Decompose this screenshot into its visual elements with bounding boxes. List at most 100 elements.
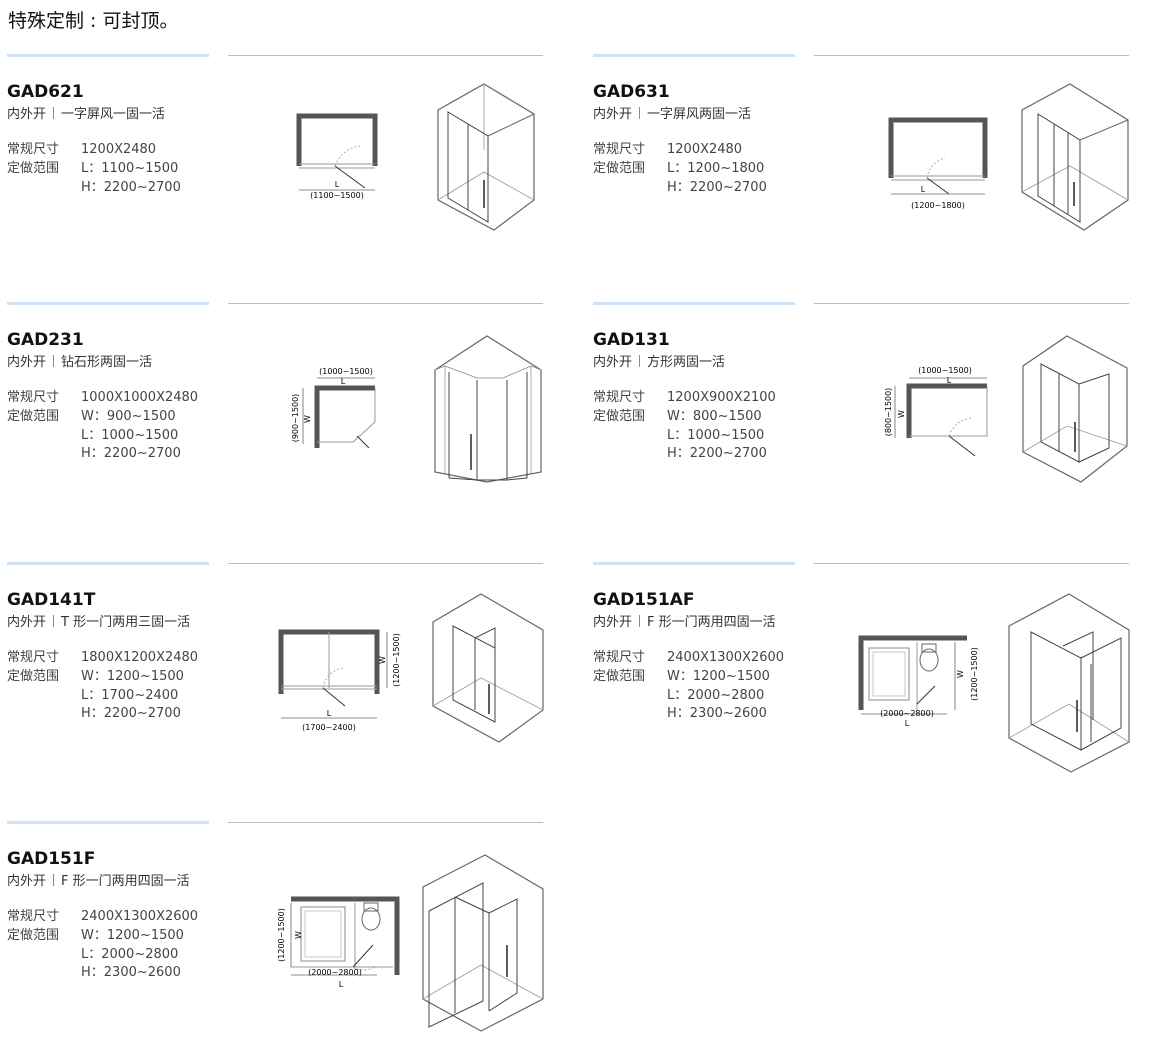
product-subtitle: 内外开一字屏风一固一活 <box>7 106 165 124</box>
spec-standard: 1000X1000X2480 <box>81 390 199 405</box>
divider <box>228 822 543 823</box>
spec-label-standard: 常规尺寸 <box>593 650 646 665</box>
accent-bar <box>593 562 795 565</box>
spec-label-range: 定做范围 <box>593 160 646 176</box>
product-code: GAD151AF <box>593 590 695 610</box>
spec-label-standard: 常规尺寸 <box>7 390 60 405</box>
spec-standard: 2400X1300X2600 <box>81 909 199 924</box>
shower-enclosure-3d <box>1022 335 1128 483</box>
dim-label: L <box>341 377 346 386</box>
product-subtitle: 内外开一字屏风两固一活 <box>593 106 751 124</box>
dim-label: L <box>921 185 926 194</box>
spec-label-standard: 常规尺寸 <box>593 142 646 157</box>
open-type: 内外开 <box>7 107 47 122</box>
separator <box>639 355 641 367</box>
spec-standard: 2400X1300X2600 <box>667 650 785 665</box>
dim-label: L <box>339 980 344 989</box>
dim-range-label: (1000~1500) <box>319 367 373 376</box>
separator <box>53 355 55 367</box>
spec-range-item: H：2200~2700 <box>667 446 767 462</box>
spec-range-item: L：1700~2400 <box>81 687 179 703</box>
spec-range-item: W：800~1500 <box>667 408 762 424</box>
spec-standard: 1200X2480 <box>81 142 157 157</box>
product-desc: 钻石形两固一活 <box>61 355 153 370</box>
accent-bar <box>593 302 795 305</box>
spec-range-item: H：2300~2600 <box>81 965 181 981</box>
floor-plan-diagram: L (1100~1500) <box>296 113 378 200</box>
spec-range-item: L：1000~1500 <box>667 427 765 443</box>
divider <box>228 55 543 56</box>
dim-range-label: (1200~1800) <box>911 201 965 210</box>
floor-plan-diagram: L (1700~2400) W (1200~1500) <box>278 629 401 732</box>
open-type: 内外开 <box>593 355 633 370</box>
product-code: GAD631 <box>593 82 670 102</box>
page-title: 特殊定制 : 可封顶。 <box>8 10 179 32</box>
dim-range-label: (1700~2400) <box>302 723 356 732</box>
floor-plan-diagram: W (1200~1500) (2000~2800) L <box>277 896 400 989</box>
separator <box>53 107 55 119</box>
dim-range-label: (900~1500) <box>291 394 300 443</box>
divider <box>228 303 543 304</box>
spec-label-range: 定做范围 <box>593 668 646 684</box>
separator <box>639 615 641 627</box>
dim-label: L <box>327 709 332 718</box>
dim-label: L <box>947 376 952 385</box>
accent-bar <box>7 562 209 565</box>
spec-range-item: L：2000~2800 <box>81 946 179 962</box>
dim-label: W <box>378 656 387 664</box>
floor-plan-diagram: (1000~1500) L W (800~1500) <box>884 366 988 457</box>
dim-label: W <box>897 410 906 418</box>
dim-label: L <box>905 719 910 728</box>
spec-range-item: L：1200~1800 <box>667 160 765 176</box>
spec-range-item: H：2200~2700 <box>667 179 767 195</box>
spec-label-standard: 常规尺寸 <box>7 650 60 665</box>
spec-label-range: 定做范围 <box>7 927 60 943</box>
shower-enclosure-3d <box>422 854 544 1032</box>
product-desc: 一字屏风一固一活 <box>61 107 166 122</box>
product-card-gad151f: GAD151F 内外开 F 形一门两用四固一活 常规尺寸 2400X1300X260… <box>7 821 552 1051</box>
spec-label-standard: 常规尺寸 <box>7 909 60 924</box>
divider <box>814 303 1129 304</box>
separator <box>639 107 641 119</box>
open-type: 内外开 <box>593 107 633 122</box>
spec-range-item: L：2000~2800 <box>667 687 765 703</box>
spec-table: 常规尺寸 2400X1300X2600 定做范围 W：1200~1500 L：200… <box>7 908 198 983</box>
product-desc: F 形一门两用四固一活 <box>61 874 190 889</box>
dim-label: W <box>956 670 965 678</box>
dim-range-label: (1100~1500) <box>310 191 364 200</box>
divider <box>228 563 543 564</box>
spec-range-item: H：2200~2700 <box>81 706 181 722</box>
dim-label: W <box>294 931 303 939</box>
dim-range-label: (1200~1500) <box>970 647 979 701</box>
open-type: 内外开 <box>7 355 47 370</box>
spec-range-item: W：1200~1500 <box>81 927 184 943</box>
shower-enclosure-3d <box>437 83 535 231</box>
shower-enclosure-3d <box>432 593 544 743</box>
open-type: 内外开 <box>7 874 47 889</box>
divider <box>814 563 1129 564</box>
spec-range-item: H：2300~2600 <box>667 706 767 722</box>
product-desc: 一字屏风两固一活 <box>647 107 752 122</box>
accent-bar <box>593 54 795 57</box>
spec-label-range: 定做范围 <box>7 668 60 684</box>
spec-range-item: W：1200~1500 <box>81 668 184 684</box>
dim-range-label: (1200~1500) <box>392 633 401 687</box>
shower-enclosure-3d <box>1021 83 1129 231</box>
product-subtitle: 内外开方形两固一活 <box>593 354 725 372</box>
spec-standard: 1200X900X2100 <box>667 390 776 405</box>
spec-range-item: L：1100~1500 <box>81 160 179 176</box>
open-type: 内外开 <box>593 615 633 630</box>
product-code: GAD151F <box>7 849 96 869</box>
accent-bar <box>7 821 209 824</box>
